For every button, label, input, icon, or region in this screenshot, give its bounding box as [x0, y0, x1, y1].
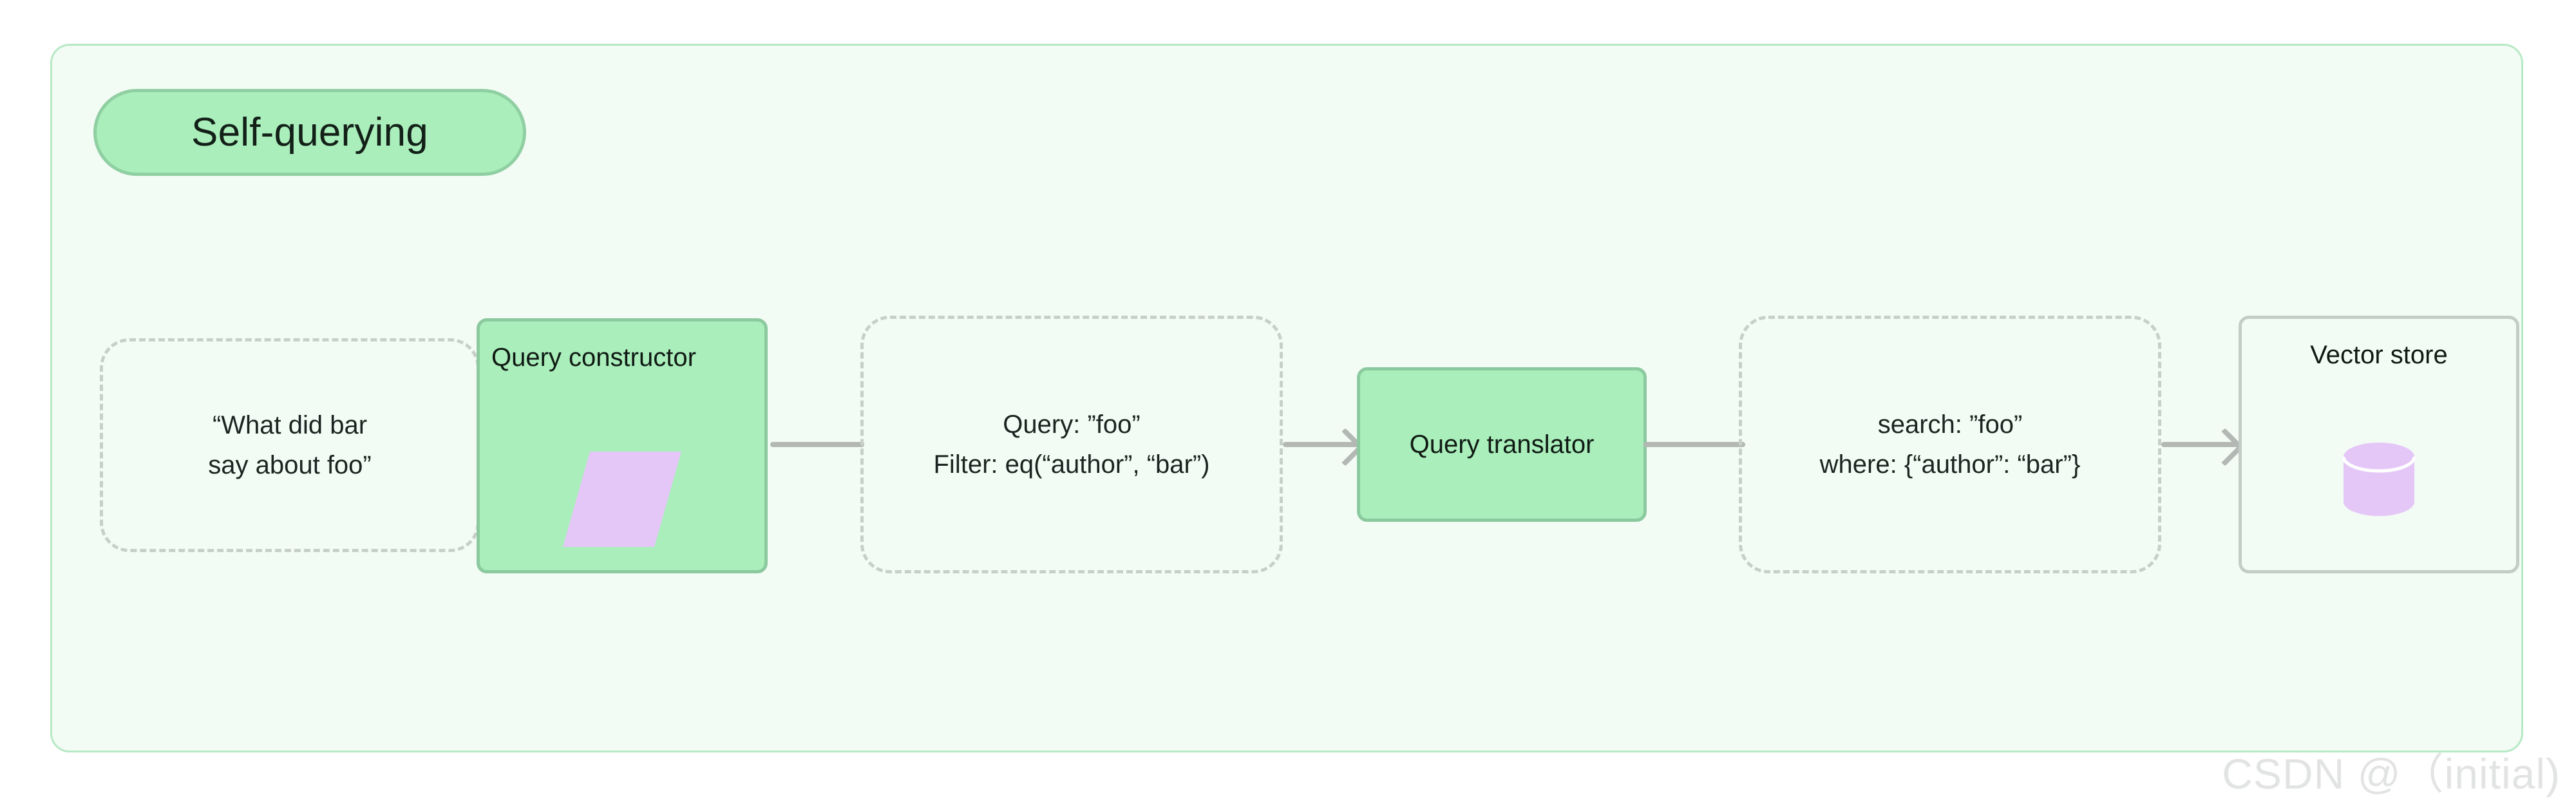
page-title: Self-querying	[191, 110, 428, 155]
node-query-filter[interactable]: Query: ”foo” Filter: eq(“author”, “bar”)	[860, 316, 1283, 573]
connector-query-translator-to-search-where	[1643, 442, 1745, 447]
node-vector-store[interactable]: Vector store	[2239, 316, 2519, 573]
node-search-where-line-1: search: ”foo”	[1877, 410, 2023, 439]
node-query-constructor[interactable]: Query constructor	[477, 318, 768, 573]
node-question-line-1: “What did bar	[212, 411, 368, 439]
node-question-line-2: say about foo”	[208, 451, 372, 479]
node-query-constructor-label: Query constructor	[491, 343, 696, 372]
connector-query-filter-to-query-translator	[1283, 442, 1365, 447]
node-search-where[interactable]: search: ”foo” where: {“author”: “bar”}	[1739, 316, 2161, 573]
parallelogram-icon	[560, 448, 684, 551]
node-vector-store-label: Vector store	[2310, 341, 2448, 369]
database-icon	[2341, 440, 2417, 517]
diagram-title-badge: Self-querying	[93, 89, 526, 176]
node-query-translator[interactable]: Query translator	[1357, 367, 1647, 522]
connector-query-constructor-to-query-filter	[770, 442, 864, 447]
node-query-filter-line-1: Query: ”foo”	[1003, 410, 1141, 439]
node-search-where-line-2: where: {“author”: “bar”}	[1819, 450, 2081, 479]
watermark: CSDN @（initial)	[2222, 750, 2561, 798]
node-query-filter-line-2: Filter: eq(“author”, “bar”)	[933, 450, 1210, 479]
node-question[interactable]: “What did bar say about foo”	[100, 338, 480, 552]
node-query-translator-label: Query translator	[1409, 430, 1595, 459]
connector-search-where-to-vector-store	[2161, 442, 2244, 447]
